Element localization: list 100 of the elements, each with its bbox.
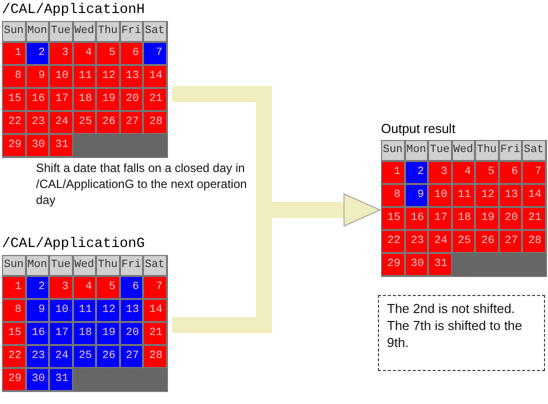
- calendar-day: 3: [428, 161, 452, 184]
- calendar-day: 28: [143, 111, 166, 134]
- calendar-day: 10: [428, 184, 452, 207]
- description-text: Shift a date that falls on a closed day in /CAL/ApplicationG to the next operation day: [36, 160, 248, 208]
- calendar-day: 8: [381, 184, 404, 207]
- calendar-title: Output result: [381, 121, 456, 136]
- calendar-day: 23: [26, 111, 49, 134]
- calendar-day: 6: [498, 161, 522, 184]
- calendar-day: 1: [2, 276, 26, 299]
- calendar-title: /CAL/ApplicationH: [2, 2, 145, 18]
- calendar-day: 2: [26, 42, 49, 65]
- calendar-day: 11: [72, 65, 96, 88]
- calendar-day: 11: [452, 184, 475, 207]
- calendar-day: 24: [428, 230, 452, 253]
- calendar-day: 6: [120, 276, 143, 299]
- calendar-day: 18: [452, 207, 475, 230]
- calendar-day: 22: [381, 230, 404, 253]
- weekday-heading: Tue: [49, 21, 72, 42]
- calendar-day: 4: [72, 276, 96, 299]
- weekday-heading: Sun: [2, 255, 26, 276]
- note-box: The 2nd is not shifted. The 7th is shifted to the 9th.: [378, 295, 545, 371]
- calendar-day: 3: [49, 42, 72, 65]
- calendar-day: 13: [120, 65, 143, 88]
- calendar-day: 11: [72, 299, 96, 322]
- calendar-day: 17: [49, 88, 72, 111]
- calendar-day: 9: [26, 65, 49, 88]
- weekday-heading: Mon: [26, 255, 49, 276]
- calendar-day: 13: [120, 299, 143, 322]
- calendar-day: 29: [2, 134, 26, 157]
- calendar-day: 17: [49, 322, 72, 345]
- calendar-day: 30: [404, 253, 428, 276]
- calendar-day: 16: [26, 322, 49, 345]
- weekday-heading: Wed: [72, 21, 96, 42]
- calendar-day: 5: [96, 276, 120, 299]
- calendar-day: 18: [72, 88, 96, 111]
- calendar-day: 4: [452, 161, 475, 184]
- weekday-heading: Mon: [26, 21, 49, 42]
- calendar-day: 21: [143, 88, 166, 111]
- calendar-day: 18: [72, 322, 96, 345]
- calendar-day: 27: [120, 345, 143, 368]
- calendar-day: 31: [428, 253, 452, 276]
- calendar-day: 28: [143, 345, 166, 368]
- weekday-heading: Thu: [96, 21, 120, 42]
- calendar-day: 9: [404, 184, 428, 207]
- calendar-day: 12: [96, 299, 120, 322]
- calendar-day: 25: [72, 345, 96, 368]
- calendar-day: 15: [2, 322, 26, 345]
- calendar-day: 30: [26, 134, 49, 157]
- calendar-day: 6: [120, 42, 143, 65]
- calendar-day: 25: [452, 230, 475, 253]
- calendar-day: 4: [72, 42, 96, 65]
- calendar-day: 24: [49, 111, 72, 134]
- weekday-heading: Tue: [428, 140, 452, 161]
- calendar-day: 13: [498, 184, 522, 207]
- weekday-heading: Sat: [522, 140, 546, 161]
- calendar-day: 1: [381, 161, 404, 184]
- calendar-day: 5: [96, 42, 120, 65]
- calendar-day: 14: [143, 299, 166, 322]
- calendar-day: 7: [143, 276, 166, 299]
- calendar-day: 19: [96, 322, 120, 345]
- weekday-heading: Sun: [381, 140, 404, 161]
- calendar-day: 2: [404, 161, 428, 184]
- calendar-day: 9: [26, 299, 49, 322]
- calendar-day: 15: [2, 88, 26, 111]
- calendar-day: 25: [72, 111, 96, 134]
- calendar-day: 1: [2, 42, 26, 65]
- calendar-day: 22: [2, 111, 26, 134]
- calendar-day: 22: [2, 345, 26, 368]
- calendar-day: 5: [475, 161, 498, 184]
- calendar-day: 10: [49, 65, 72, 88]
- calendar-day: 20: [120, 322, 143, 345]
- calendar-day: 7: [143, 42, 166, 65]
- weekday-heading: Fri: [498, 140, 522, 161]
- calendar-day: 7: [522, 161, 546, 184]
- calendar-day: 26: [96, 111, 120, 134]
- calendar-day: 21: [522, 207, 546, 230]
- calendar-day: 12: [96, 65, 120, 88]
- calendar-day: 8: [2, 299, 26, 322]
- calendar-day: 27: [498, 230, 522, 253]
- calendar-day: 30: [26, 368, 49, 391]
- weekday-heading: Wed: [452, 140, 475, 161]
- weekday-heading: Fri: [120, 21, 143, 42]
- weekday-heading: Sat: [143, 255, 166, 276]
- calendar-day: 21: [143, 322, 166, 345]
- calendar-day: 26: [475, 230, 498, 253]
- calendar-title: /CAL/ApplicationG: [2, 236, 145, 252]
- calendar-day: 16: [26, 88, 49, 111]
- calendar-day: 29: [2, 368, 26, 391]
- weekday-heading: Sun: [2, 21, 26, 42]
- calendar-day: 24: [49, 345, 72, 368]
- calendar-day: 31: [49, 134, 72, 157]
- calendar-day: 12: [475, 184, 498, 207]
- calendar-day: 19: [96, 88, 120, 111]
- calendar-day: 31: [49, 368, 72, 391]
- arrow: [172, 194, 380, 333]
- calendar-day: 2: [26, 276, 49, 299]
- calendar-day: 14: [522, 184, 546, 207]
- calendar-day: 26: [96, 345, 120, 368]
- calendar-day: 16: [404, 207, 428, 230]
- weekday-heading: Wed: [72, 255, 96, 276]
